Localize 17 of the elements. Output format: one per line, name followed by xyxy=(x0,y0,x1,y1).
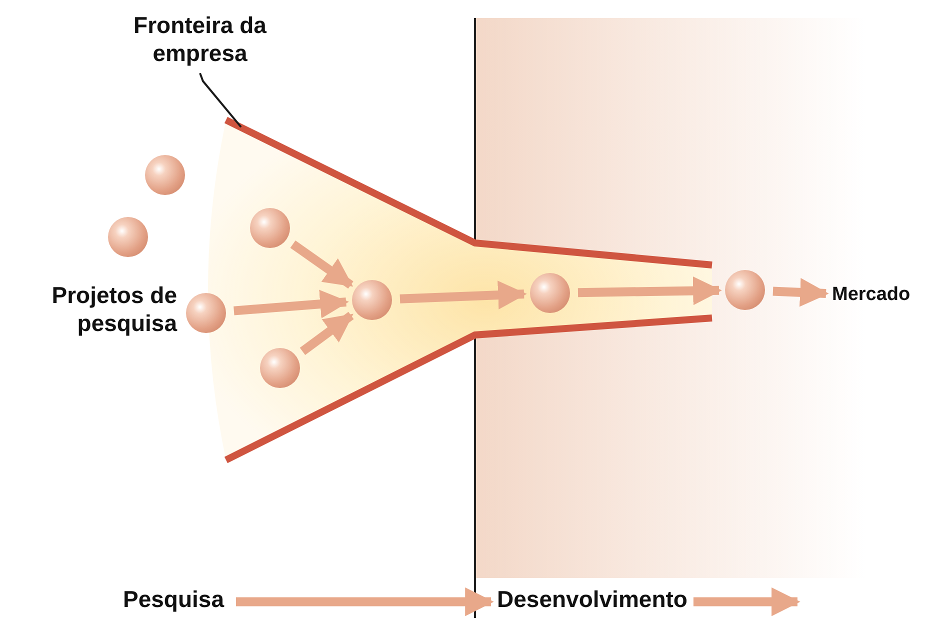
stage-label: Mercado xyxy=(832,284,910,307)
project-sphere xyxy=(108,217,148,257)
stage-label: Desenvolvimento xyxy=(497,586,688,614)
arrow xyxy=(236,587,494,616)
arrow xyxy=(290,240,354,289)
leader-line xyxy=(199,72,242,128)
arrow xyxy=(578,276,722,306)
arrow xyxy=(400,280,527,310)
project-sphere xyxy=(186,293,226,333)
boundary-label: Fronteira da empresa xyxy=(115,12,285,68)
source-label: Projetos de pesquisa xyxy=(50,282,177,338)
project-sphere xyxy=(145,155,185,195)
arrow xyxy=(693,587,800,616)
arrow xyxy=(234,290,349,318)
stage-label: Pesquisa xyxy=(123,586,224,614)
arrow xyxy=(300,312,354,355)
arrow xyxy=(772,278,829,307)
